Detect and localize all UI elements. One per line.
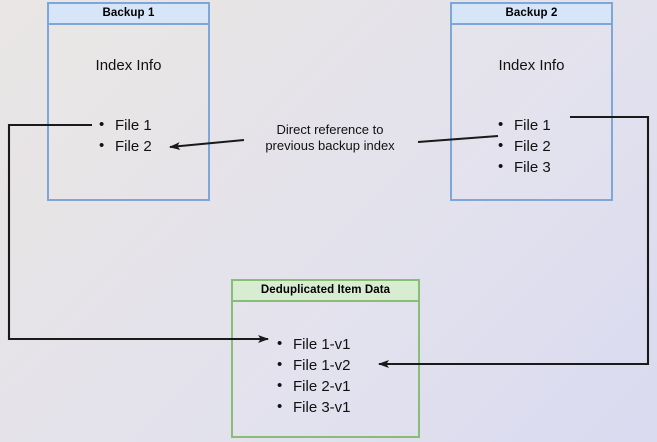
node-deduplicated-item-data[interactable]: Deduplicated Item Data File 1-v1 File 1-… <box>231 279 420 438</box>
list-item: File 1-v2 <box>277 354 351 376</box>
list-item: File 1 <box>99 114 152 136</box>
node-backup1-header: Backup 1 <box>49 4 208 25</box>
node-backup2-header: Backup 2 <box>452 4 611 25</box>
list-item: File 3 <box>498 156 551 178</box>
list-item: File 2-v1 <box>277 375 351 397</box>
node-dedup-body: File 1-v1 File 1-v2 File 2-v1 File 3-v1 <box>233 302 418 436</box>
node-backup1-subtitle: Index Info <box>95 57 162 74</box>
node-backup1-body: Index Info File 1 File 2 <box>49 25 208 199</box>
node-dedup-header: Deduplicated Item Data <box>233 281 418 302</box>
edge-label-line-2: previous backup index <box>265 138 395 153</box>
node-backup1-file-list: File 1 File 2 <box>99 114 152 157</box>
list-item: File 3-v1 <box>277 396 351 418</box>
list-item: File 1 <box>498 114 551 136</box>
node-backup2-body: Index Info File 1 File 2 File 3 <box>452 25 611 199</box>
list-item: File 1-v1 <box>277 333 351 355</box>
list-item: File 2 <box>498 135 551 157</box>
node-backup2[interactable]: Backup 2 Index Info File 1 File 2 File 3 <box>450 2 613 201</box>
node-backup2-file-list: File 1 File 2 File 3 <box>498 114 551 178</box>
edge-label-line-1: Direct reference to <box>276 122 384 137</box>
node-dedup-file-list: File 1-v1 File 1-v2 File 2-v1 File 3-v1 <box>277 333 351 418</box>
list-item: File 2 <box>99 135 152 157</box>
edge-label-direct-reference: Direct reference to previous backup inde… <box>246 122 414 154</box>
node-backup1[interactable]: Backup 1 Index Info File 1 File 2 <box>47 2 210 201</box>
node-backup2-subtitle: Index Info <box>498 57 565 74</box>
